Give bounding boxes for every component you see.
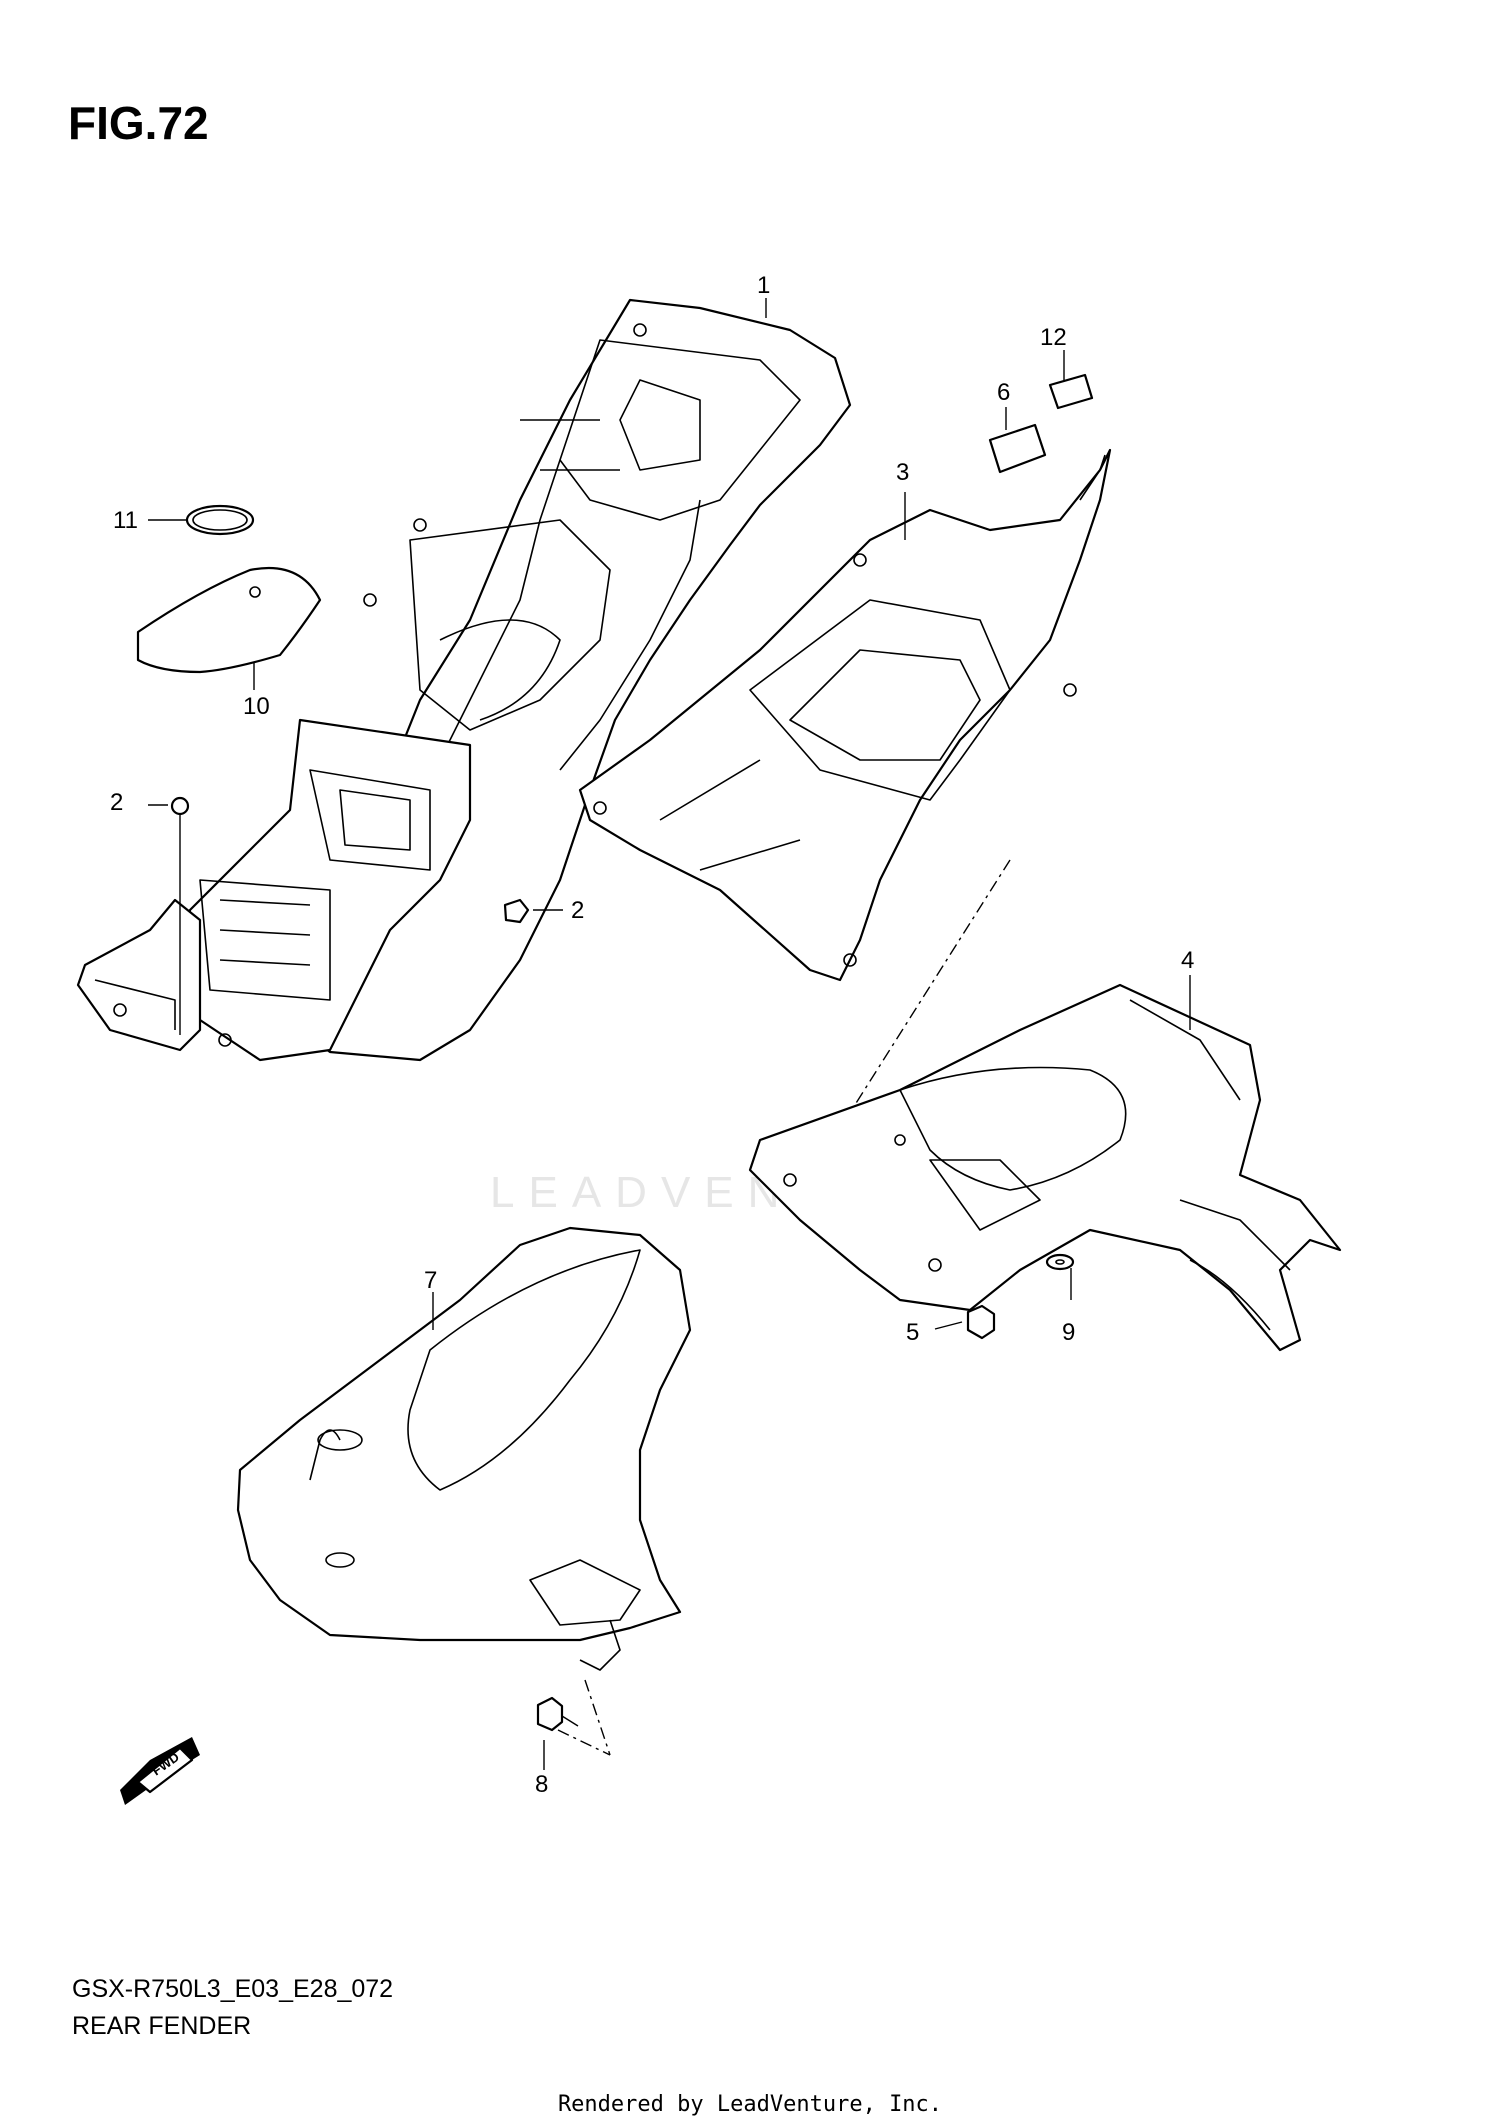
callout-12[interactable]: 12 (1040, 324, 1067, 351)
part-7-front-fender[interactable] (236, 1226, 692, 1671)
callout-7[interactable]: 7 (424, 1267, 437, 1294)
callout-3[interactable]: 3 (896, 459, 909, 486)
callout-9[interactable]: 9 (1062, 1319, 1075, 1346)
callout-5[interactable]: 5 (906, 1319, 919, 1346)
part-6-pad[interactable] (988, 423, 1047, 474)
part-8-alignment-line (557, 1729, 611, 1756)
callout-2-upper[interactable]: 2 (110, 789, 123, 816)
part-10-cover[interactable] (136, 566, 322, 674)
part-11-o-ring[interactable] (185, 504, 255, 536)
part-4-rear-hugger[interactable] (748, 983, 1342, 1352)
part-3-undertray[interactable] (578, 448, 1112, 982)
part-8-screw[interactable] (536, 1696, 579, 1732)
callout-6[interactable]: 6 (997, 379, 1010, 406)
figure-title: FIG.72 (68, 97, 209, 149)
part-9-washer[interactable] (1045, 1253, 1075, 1271)
part-1-rear-fender-frame[interactable] (76, 298, 852, 1062)
section-name: REAR FENDER (72, 2012, 252, 2040)
credit-line: Rendered by LeadVenture, Inc. (557, 2092, 943, 2117)
callout-10[interactable]: 10 (243, 693, 270, 720)
part-7-alignment-line (584, 1679, 611, 1756)
part-5-bolt[interactable] (966, 1304, 996, 1340)
model-code: GSX-R750L3_E03_E28_072 (72, 1975, 394, 2003)
part-2-bolt-lower[interactable] (503, 898, 530, 924)
callout-1[interactable]: 1 (757, 272, 770, 299)
part-2-bolt-upper[interactable] (170, 796, 190, 1035)
part-12-pad[interactable] (1048, 373, 1094, 410)
callout-8[interactable]: 8 (535, 1771, 548, 1798)
part-3-alignment-line (819, 859, 1011, 1161)
fwd-arrow-icon: FWD (120, 1737, 200, 1805)
callout-2-lower[interactable]: 2 (571, 897, 584, 924)
callout-4[interactable]: 4 (1181, 947, 1194, 974)
callout-11[interactable]: 11 (113, 507, 138, 534)
